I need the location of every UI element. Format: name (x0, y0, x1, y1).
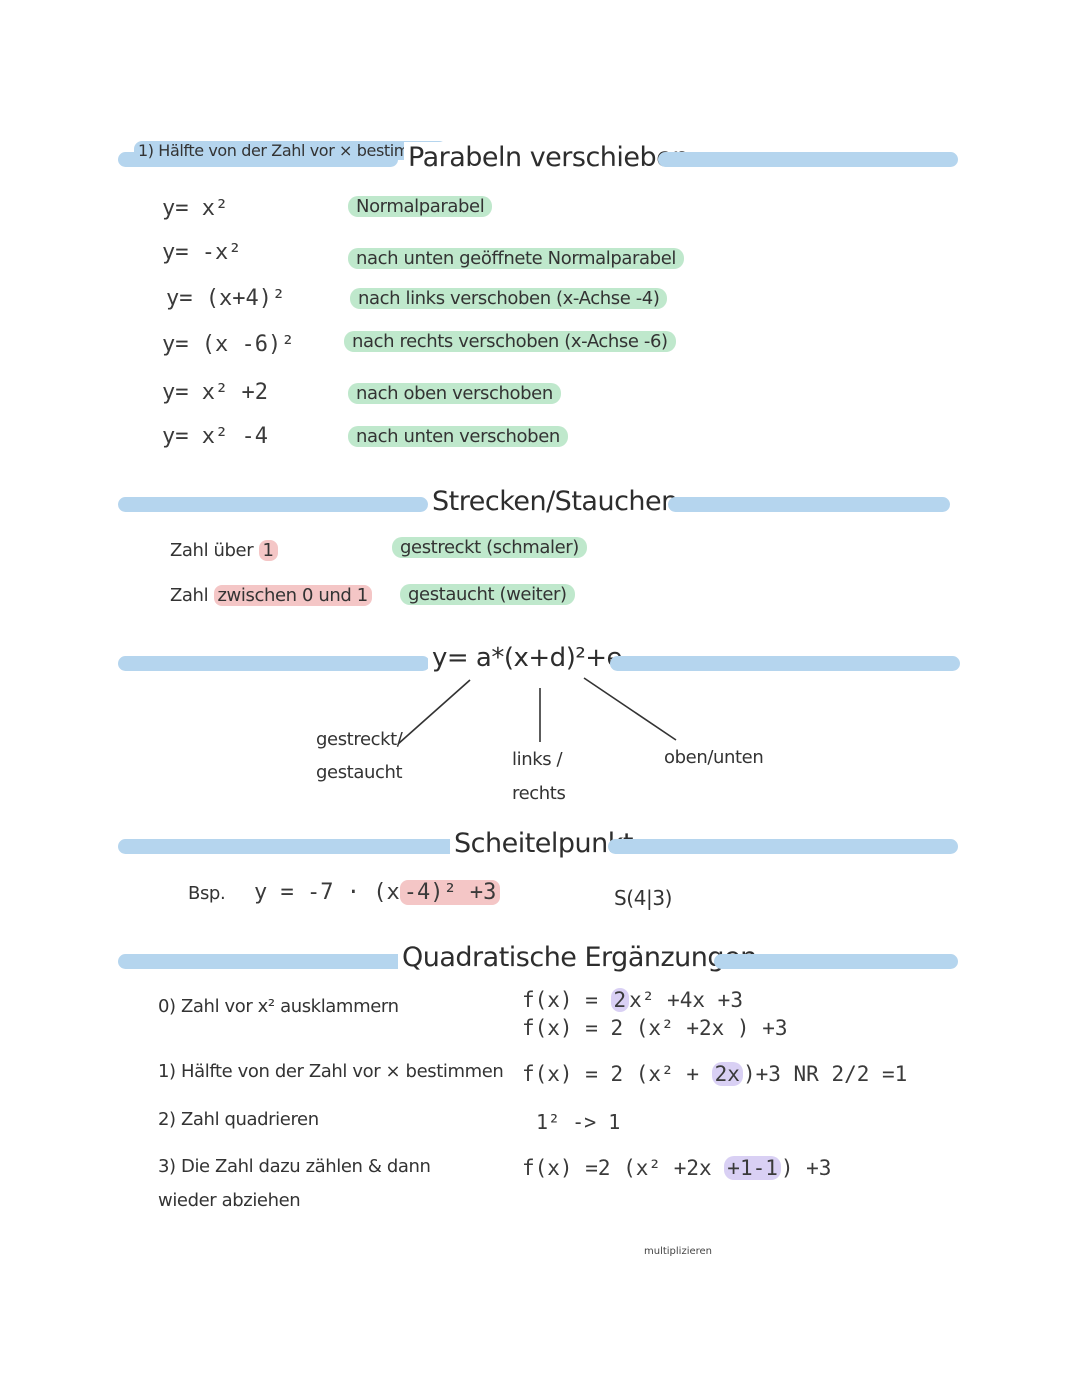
strecken-label-0: Zahl über 1 (170, 540, 278, 561)
strecken-label-1: Zahl zwischen 0 und 1 (170, 585, 372, 606)
section-bar-left-scheitel (118, 839, 458, 854)
footnote: multiplizieren (644, 1246, 713, 1257)
section-title-ergaenzung: Quadratische Ergänzungen (398, 942, 761, 973)
general-formula: y= a*(x+d)²+e (428, 643, 627, 673)
desc-row-2: nach links verschoben (x-Achse -4) (350, 288, 668, 309)
section-bar-right-ergaenzung (714, 954, 958, 969)
vertex-result: S(4|3) (614, 886, 673, 910)
desc-row-4: nach oben verschoben (348, 383, 561, 404)
formula-row-4: y= x² +2 (162, 380, 268, 405)
header-note: 1) Hälfte von der Zahl vor × bestimmen (134, 141, 448, 160)
branch-d-1: links / (512, 749, 563, 770)
section-title-strecken: Strecken/Stauchen (428, 486, 682, 517)
desc-row-5: nach unten verschoben (348, 426, 568, 447)
example-formula: y = -7 · (x-4)² +3 (254, 880, 501, 905)
formula-row-1: y= -x² (162, 240, 242, 265)
formula-row-2: y= (x+4)² (166, 286, 286, 311)
strecken-desc-1: gestaucht (weiter) (400, 584, 575, 605)
step-3-cont: wieder abziehen (158, 1190, 301, 1211)
branch-d-2: rechts (512, 783, 566, 804)
formula-bar-left (118, 656, 430, 671)
step-2: 2) Zahl quadrieren (158, 1109, 319, 1130)
section-title-verschieben: Parabeln verschieben (404, 142, 693, 173)
math-line-3: f(x) = 2 (x² + 2x)+3 NR 2/2 =1 (522, 1062, 908, 1086)
strecken-desc-0: gestreckt (schmaler) (392, 537, 587, 558)
desc-row-3: nach rechts verschoben (x-Achse -6) (344, 331, 676, 352)
formula-row-5: y= x² -4 (162, 424, 268, 449)
branch-a-1: gestreckt/ (316, 729, 403, 750)
header-bar-right (658, 152, 958, 167)
formula-row-3: y= (x -6)² (162, 332, 295, 357)
desc-row-0: Normalparabel (348, 196, 493, 217)
math-line-5: f(x) =2 (x² +2x +1-1) +3 (522, 1156, 832, 1180)
step-1: 1) Hälfte von der Zahl vor × bestimmen (158, 1061, 504, 1082)
section-bar-left-ergaenzung (118, 954, 408, 969)
math-line-4: 1² -> 1 (536, 1110, 621, 1134)
math-line-2: f(x) = 2 (x² +2x ) +3 (522, 1016, 788, 1040)
section-bar-right-scheitel (608, 839, 958, 854)
branch-a-2: gestaucht (316, 762, 403, 783)
section-bar-left-strecken (118, 497, 428, 512)
step-3: 3) Die Zahl dazu zählen & dann (158, 1156, 431, 1177)
branch-e: oben/unten (664, 747, 764, 768)
example-label: Bsp. (188, 883, 226, 904)
step-0: 0) Zahl vor x² ausklammern (158, 996, 399, 1017)
formula-bar-right (610, 656, 960, 671)
formula-row-0: y= x² (162, 196, 229, 221)
section-title-scheitel: Scheitelpunkt (450, 828, 637, 859)
desc-row-1: nach unten geöffnete Normalparabel (348, 248, 684, 269)
section-bar-right-strecken (668, 497, 950, 512)
